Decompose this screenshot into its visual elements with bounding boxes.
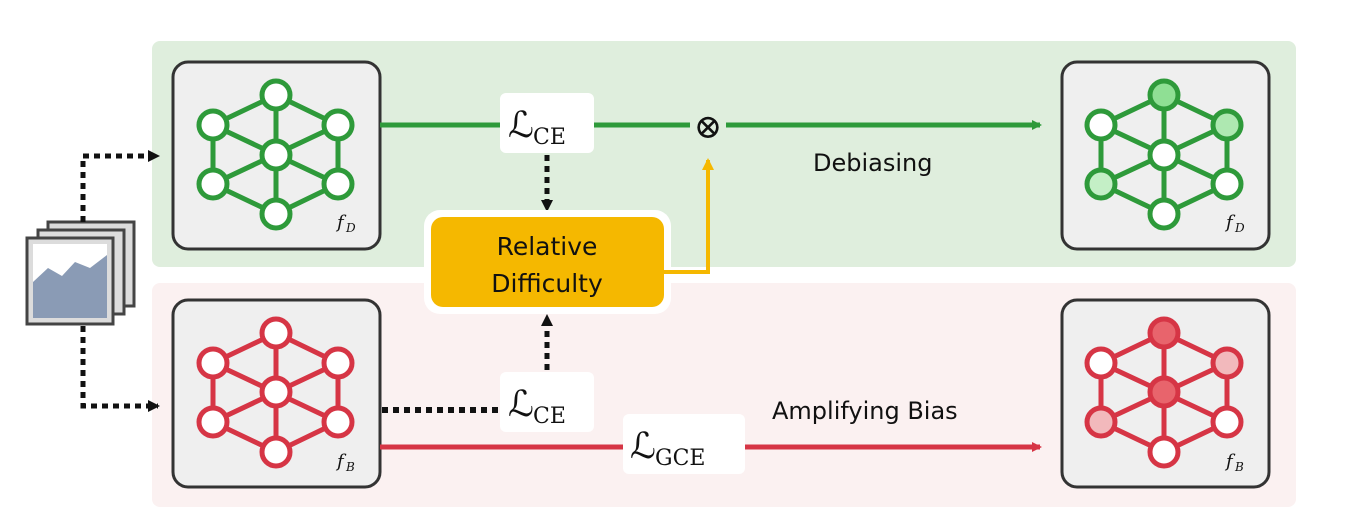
network-graph-icon — [1084, 316, 1244, 469]
model-d-box-right: f D — [1060, 60, 1271, 251]
loss-ce-bottom: ℒ CE — [500, 372, 594, 432]
loss-ce-top-symbol: ℒ — [508, 105, 534, 146]
loss-ce-bottom-sub: CE — [533, 404, 566, 429]
input-to-debias-arrow — [80, 150, 160, 222]
difficulty-to-multiply-arrow — [664, 158, 714, 274]
model-d-sub-right: D — [1234, 221, 1245, 235]
model-b-box-right: f B — [1060, 298, 1271, 489]
loss-gce-sub: GCE — [655, 446, 705, 471]
amplifying-bias-label: Amplifying Bias — [772, 397, 958, 425]
relative-difficulty-line2: Difficulty — [491, 269, 603, 298]
relative-difficulty-box: Relative Difficulty — [424, 210, 671, 314]
debiasing-label: Debiasing — [813, 149, 932, 177]
model-d-box-left: f D — [171, 60, 382, 251]
loss-ce-top: ℒ CE — [500, 93, 594, 153]
network-graph-icon — [196, 316, 355, 469]
loss-ce-top-sub: CE — [533, 125, 566, 150]
relative-difficulty-line1: Relative — [497, 232, 598, 261]
loss-ce-bottom-symbol: ℒ — [508, 384, 534, 425]
model-b-sub-left: B — [345, 460, 355, 474]
network-graph-icon — [1084, 78, 1244, 231]
model-b-sub-right: B — [1234, 460, 1244, 474]
loss-gce-symbol: ℒ — [630, 426, 656, 467]
multiply-icon: ⊗ — [694, 107, 723, 147]
model-b-box-left: f B — [171, 298, 382, 489]
loss-gce: ℒ GCE — [623, 414, 745, 474]
input-to-bias-arrow — [80, 326, 160, 412]
model-d-sub-left: D — [345, 221, 356, 235]
network-graph-icon — [196, 78, 355, 231]
bias-band — [152, 283, 1296, 507]
image-stack-icon — [25, 220, 136, 326]
